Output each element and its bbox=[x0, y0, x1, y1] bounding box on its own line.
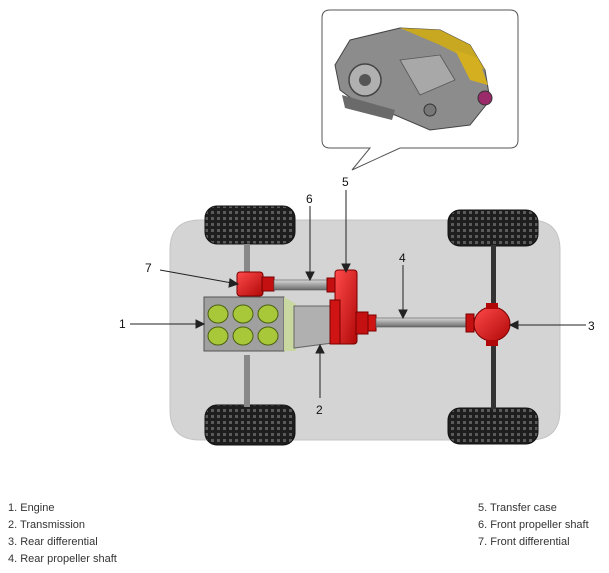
rear-differential bbox=[465, 303, 511, 346]
rear-axle-lower bbox=[491, 345, 496, 409]
legend-item-engine: 1. Engine bbox=[8, 502, 55, 514]
front-propeller-shaft bbox=[273, 279, 329, 291]
legend-item-transmission: 2. Transmission bbox=[8, 519, 86, 531]
legend-item-rear-propeller-shaft: 4. Rear propeller shaft bbox=[8, 553, 117, 565]
front-axle-lower bbox=[244, 355, 250, 407]
legend-item-front-propeller-shaft: 6. Front propeller shaft bbox=[478, 519, 589, 531]
engine bbox=[203, 296, 296, 352]
front-left-wheel bbox=[204, 205, 296, 245]
rear-left-wheel bbox=[447, 209, 539, 247]
drivetrain-diagram: 1 2 3 4 5 6 7 bbox=[119, 9, 595, 446]
rear-propeller-shaft bbox=[375, 317, 469, 328]
label-4: 4 bbox=[399, 251, 406, 265]
label-5: 5 bbox=[342, 175, 349, 189]
label-6: 6 bbox=[306, 192, 313, 206]
rear-right-wheel bbox=[447, 407, 539, 445]
transfer-case bbox=[329, 269, 377, 345]
label-2: 2 bbox=[316, 403, 323, 417]
label-3: 3 bbox=[588, 319, 595, 333]
front-right-wheel bbox=[204, 404, 296, 446]
label-1: 1 bbox=[119, 317, 126, 331]
leader-lines bbox=[130, 190, 586, 398]
label-7: 7 bbox=[145, 261, 152, 275]
front-axle-upper bbox=[244, 244, 250, 274]
legend-left: 1. Engine 2. Transmission 3. Rear differ… bbox=[8, 500, 117, 568]
legend-item-transfer-case: 5. Transfer case bbox=[478, 502, 557, 514]
transfer-case-callout bbox=[321, 9, 519, 171]
legend-item-rear-differential: 3. Rear differential bbox=[8, 536, 98, 548]
legend-item-front-differential: 7. Front differential bbox=[478, 536, 570, 548]
legend-right: 5. Transfer case 6. Front propeller shaf… bbox=[478, 500, 589, 551]
rear-axle-upper bbox=[491, 245, 496, 307]
transfer-case-image bbox=[334, 27, 493, 131]
